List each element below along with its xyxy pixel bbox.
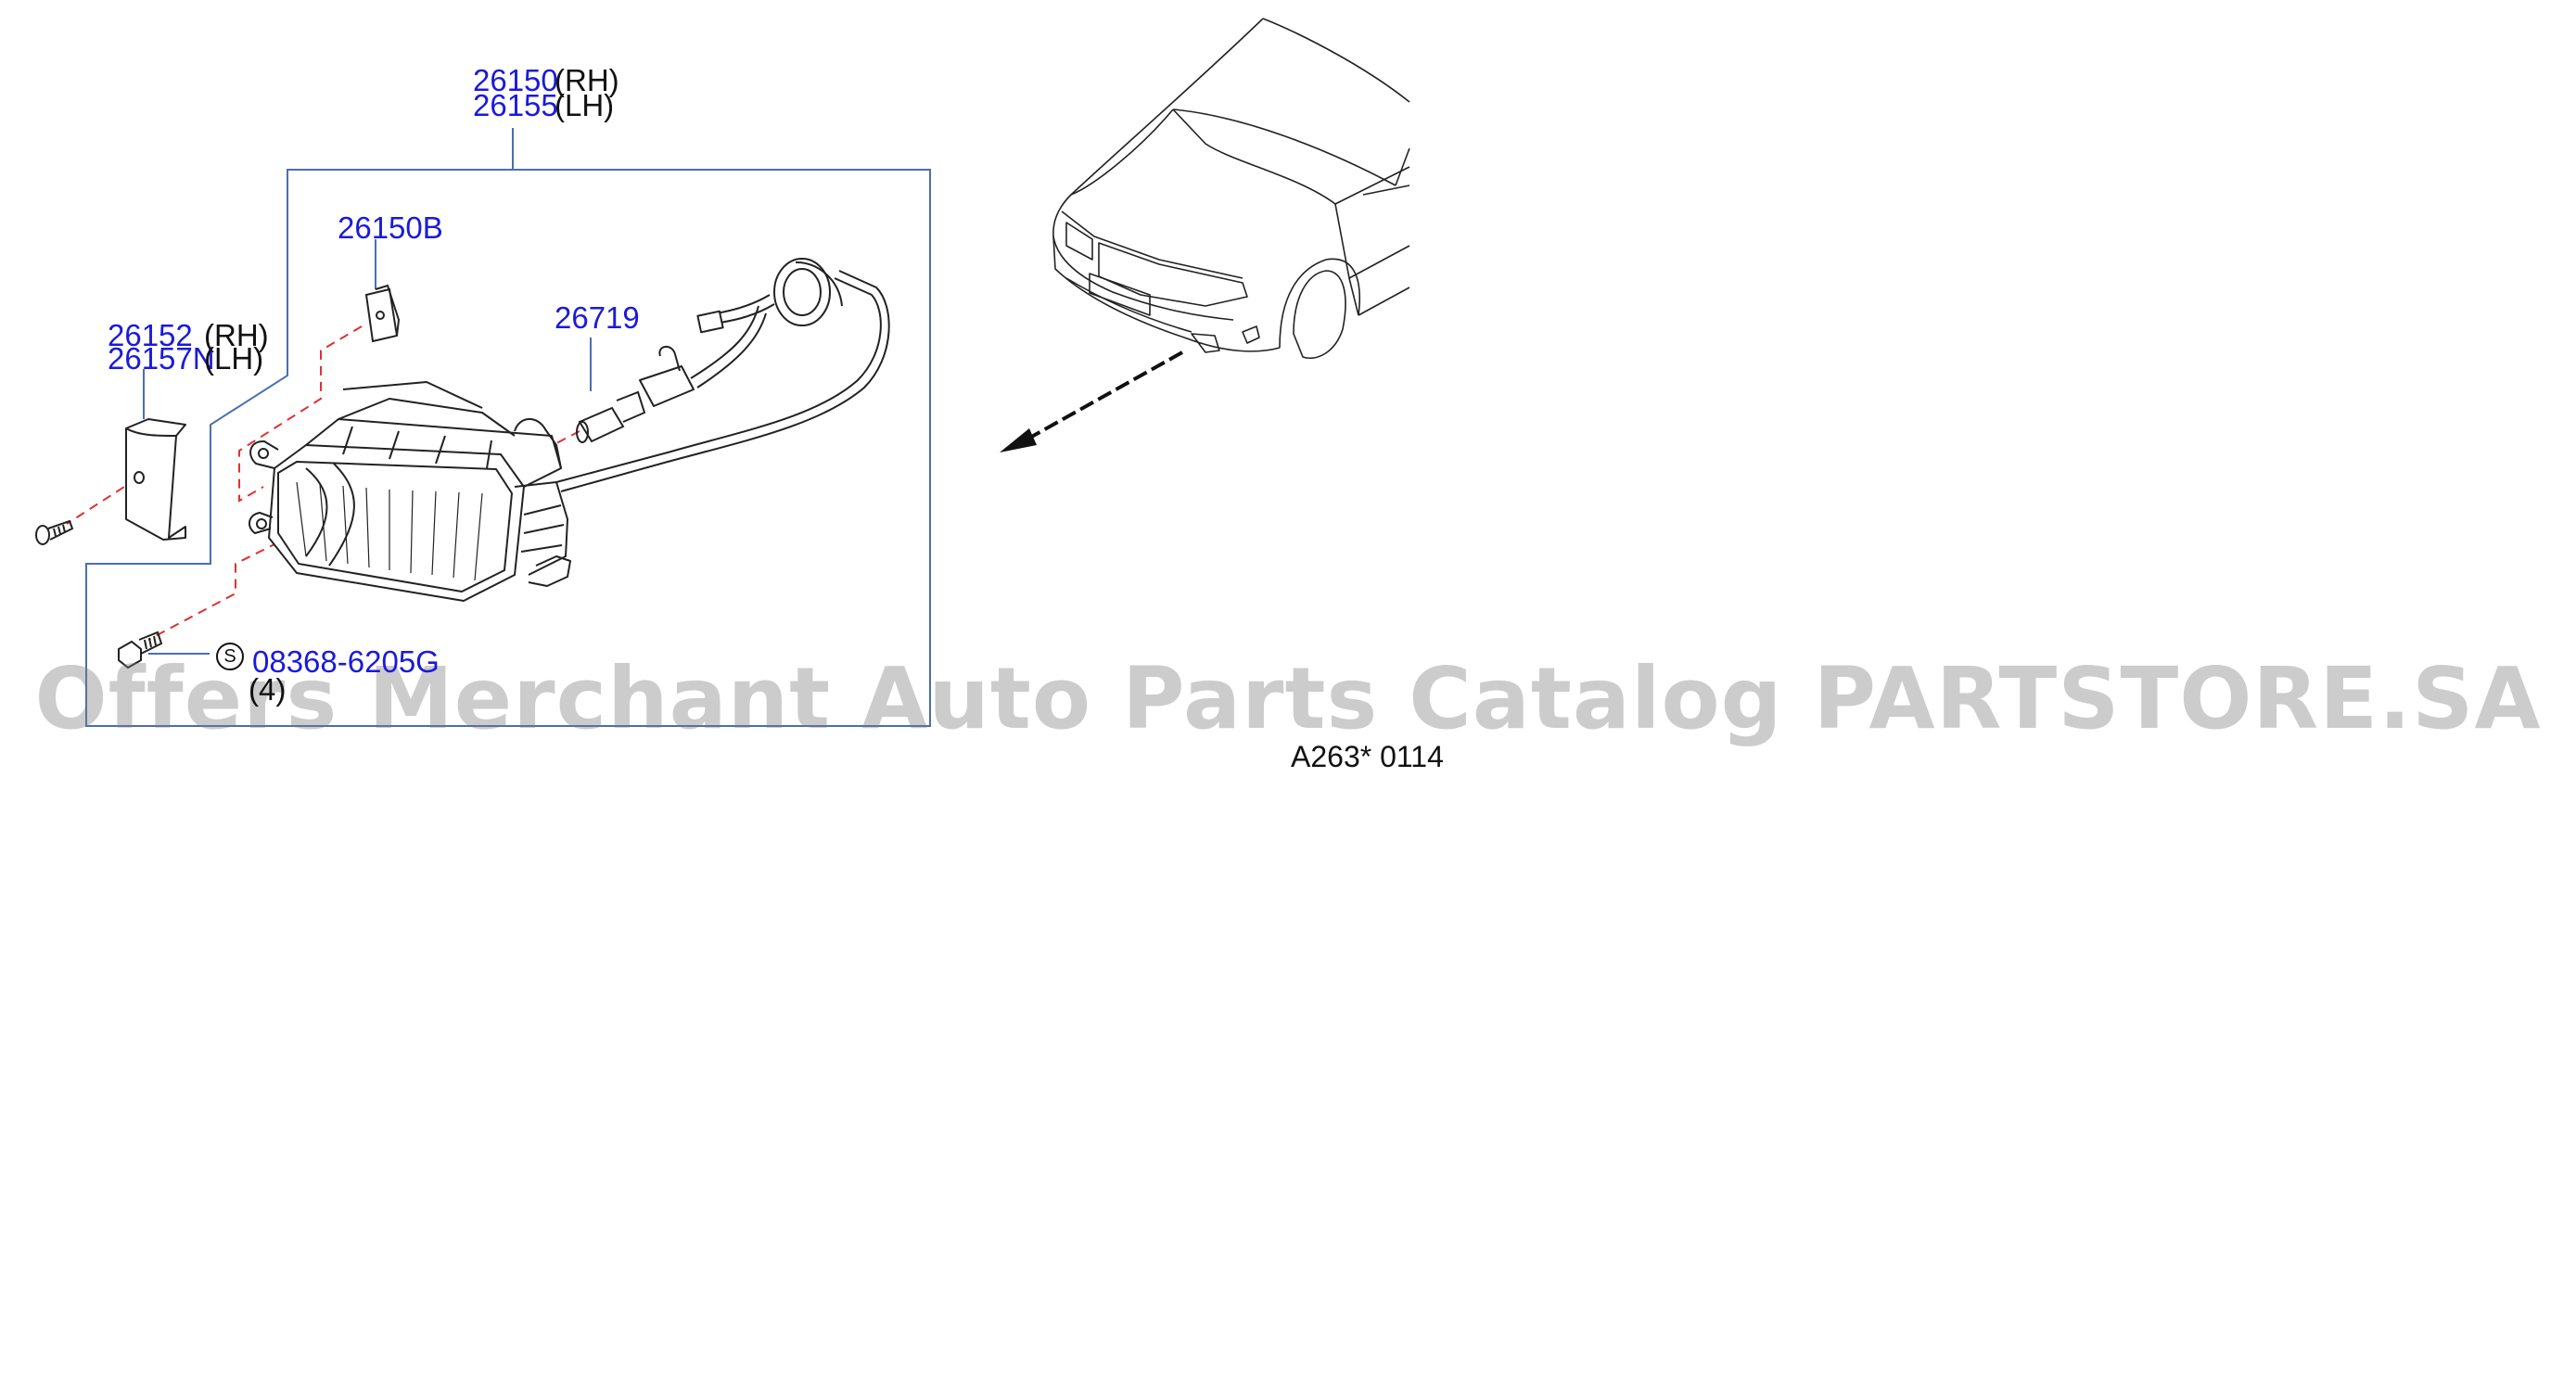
- side-label-lh: (LH): [555, 88, 615, 122]
- part-number-26152[interactable]: 26152: [108, 318, 193, 352]
- bulb-socket-harness: [555, 258, 890, 492]
- vehicle-front-view: [1052, 18, 1410, 359]
- clip-icon: [364, 284, 401, 343]
- standard-part-symbol: S: [216, 643, 244, 670]
- part-number-26150b[interactable]: 26150B: [338, 210, 443, 245]
- bulb-icon: [576, 390, 646, 443]
- part-number-26155[interactable]: 26155: [473, 88, 558, 122]
- quantity-label: (4): [249, 672, 287, 707]
- part-number-08368-6205g[interactable]: 08368-6205G: [252, 644, 440, 679]
- lens-ribs: [296, 481, 483, 581]
- side-label-lh: (LH): [204, 341, 264, 376]
- fog-lamp-assembly: [249, 381, 571, 602]
- direction-arrow: [1000, 350, 1183, 452]
- side-label-rh: (RH): [204, 318, 269, 352]
- leader-lines: [85, 128, 931, 727]
- side-label-rh: (RH): [555, 63, 619, 97]
- bolt-icon: [118, 631, 163, 669]
- dashed-guides: [66, 325, 580, 641]
- screw-icon: [35, 519, 74, 545]
- part-number-26719[interactable]: 26719: [555, 300, 640, 335]
- diagram-code: A263* 0114: [1291, 740, 1444, 773]
- lamp-cover-icon: [125, 418, 186, 541]
- part-number-26150[interactable]: 26150: [473, 63, 558, 97]
- part-number-26157n[interactable]: 26157N: [108, 341, 215, 376]
- watermark: Offers Merchant Auto Parts Catalog PARTS…: [34, 649, 2542, 748]
